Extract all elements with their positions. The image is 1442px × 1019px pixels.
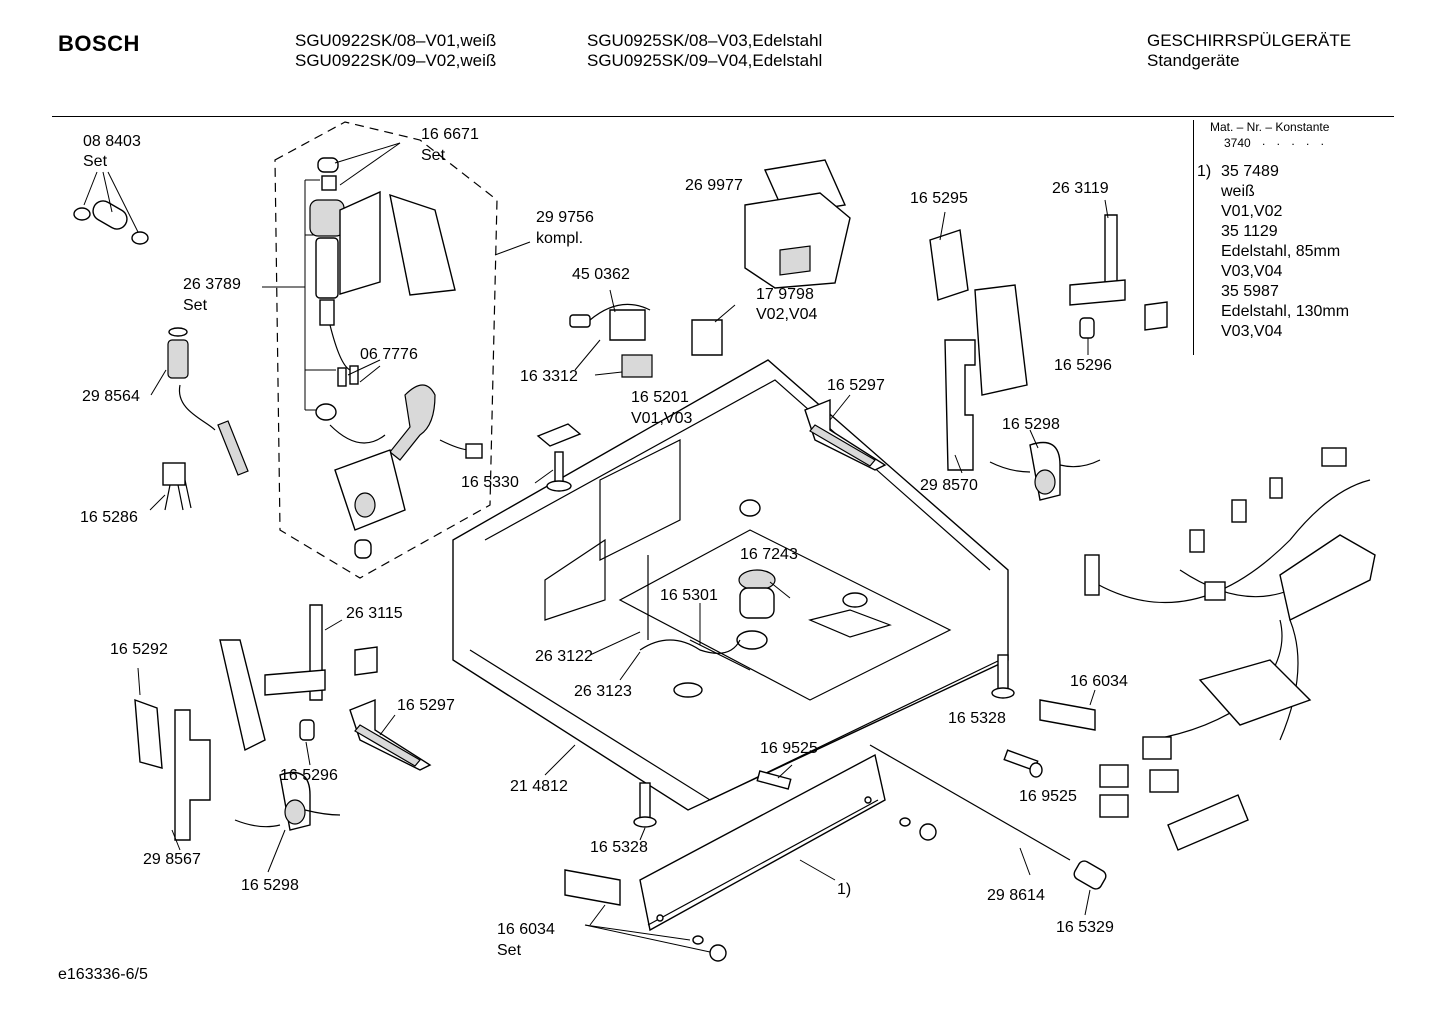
side-panel-constant: 3740 xyxy=(1224,136,1251,150)
part-label: 26 3119 xyxy=(1052,180,1109,197)
part-label: Set xyxy=(421,147,446,164)
leader xyxy=(769,581,791,599)
bracket-left xyxy=(134,604,432,873)
part-label: 16 5297 xyxy=(397,697,455,714)
model-line: SGU0925SK/09–V04,Edelstahl xyxy=(587,51,823,70)
brand-logo: BOSCH xyxy=(58,31,140,56)
part-label: 16 5298 xyxy=(1002,416,1060,433)
note-line: V01,V02 xyxy=(1221,203,1283,220)
note-line: V03,V04 xyxy=(1221,263,1283,280)
connector-block xyxy=(564,689,1096,926)
switch-part xyxy=(691,304,736,356)
kick-plate xyxy=(584,753,937,962)
part-label: 29 9756 xyxy=(536,209,594,226)
part-label: 16 5296 xyxy=(1054,357,1112,374)
subcategory-title: Standgeräte xyxy=(1147,51,1240,70)
part-label: 29 8570 xyxy=(920,477,978,494)
part-label: 45 0362 xyxy=(572,266,630,283)
wiring-harness xyxy=(1084,447,1376,851)
part-label: 16 5298 xyxy=(241,877,299,894)
door-lock xyxy=(989,429,1101,501)
part-label: 16 3312 xyxy=(520,368,578,385)
hose-clamp-set xyxy=(73,171,149,245)
part-label: 16 9525 xyxy=(1019,788,1077,805)
part-label: 26 3789 xyxy=(183,276,241,293)
part-label: 26 3122 xyxy=(535,648,593,665)
part-label: Set xyxy=(183,297,208,314)
clip-part xyxy=(149,462,192,511)
note-marker: 1) xyxy=(1197,163,1212,180)
assembly-group-frame xyxy=(274,121,498,579)
note-line: V03,V04 xyxy=(1221,323,1283,340)
part-label: 16 5292 xyxy=(110,641,168,658)
part-label: 16 6034 xyxy=(497,921,555,938)
part-label: 16 5330 xyxy=(461,474,519,491)
part-label: V02,V04 xyxy=(756,306,818,323)
note-line: 35 1129 xyxy=(1221,223,1278,240)
part-label: 16 5297 xyxy=(827,377,885,394)
model-line: SGU0925SK/08–V03,Edelstahl xyxy=(587,31,823,50)
part-label: 16 5201 xyxy=(631,389,689,406)
spring-bracket xyxy=(804,394,887,471)
part-label: 16 5295 xyxy=(910,190,968,207)
valve-assembly xyxy=(262,142,531,559)
side-panel-heading: Mat. – Nr. – Konstante xyxy=(1210,120,1330,134)
note-line: Edelstahl, 130mm xyxy=(1221,303,1350,320)
header-divider xyxy=(52,116,1394,117)
part-label: 16 5301 xyxy=(660,587,718,604)
part-label: 16 9525 xyxy=(760,740,818,757)
model-line: SGU0922SK/09–V02,weiß xyxy=(295,51,497,70)
part-label: 08 8403 xyxy=(83,133,141,150)
drawing-code: e163336-6/5 xyxy=(58,966,148,983)
electronic-module xyxy=(744,159,851,289)
screws xyxy=(633,654,1043,841)
rod-and-cap xyxy=(869,744,1107,916)
part-label: 16 5329 xyxy=(1056,919,1114,936)
note-line: 35 5987 xyxy=(1221,283,1279,300)
part-label: 29 8614 xyxy=(987,887,1045,904)
part-label: 16 6671 xyxy=(421,126,479,143)
leader xyxy=(777,764,793,779)
dot-leader: . . . . . xyxy=(1262,134,1329,148)
part-label: 29 8564 xyxy=(82,388,140,405)
part-label: V01,V03 xyxy=(631,410,693,427)
bracket-right xyxy=(929,199,1168,474)
side-panel-divider xyxy=(1193,120,1194,355)
part-label: 29 8567 xyxy=(143,851,201,868)
part-label: 26 3123 xyxy=(574,683,632,700)
part-label: kompl. xyxy=(536,230,584,247)
model-line: SGU0922SK/08–V01,weiß xyxy=(295,31,497,50)
part-label: 16 5296 xyxy=(280,767,338,784)
note-line: 35 7489 xyxy=(1221,163,1279,180)
part-label: 17 9798 xyxy=(756,286,814,303)
base-tray xyxy=(452,359,1009,811)
drain-hose xyxy=(150,327,249,476)
part-label: Set xyxy=(83,153,108,170)
sensor-cable xyxy=(569,289,653,378)
part-label: 21 4812 xyxy=(510,778,568,795)
part-label: Set xyxy=(497,942,522,959)
part-label: 26 3115 xyxy=(346,605,403,622)
category-title: GESCHIRRSPÜLGERÄTE xyxy=(1147,31,1352,50)
part-label: 26 9977 xyxy=(685,177,743,194)
screw-and-clip xyxy=(534,423,582,492)
note-line: weiß xyxy=(1221,183,1255,200)
part-label: 1) xyxy=(837,881,852,898)
part-label: 16 7243 xyxy=(740,546,798,563)
part-label: 16 5328 xyxy=(948,710,1006,727)
part-label: 06 7776 xyxy=(360,346,418,363)
part-label: 16 5286 xyxy=(80,509,138,526)
note-line: Edelstahl, 85mm xyxy=(1221,243,1341,260)
part-label: 16 6034 xyxy=(1070,673,1128,690)
part-label: 16 5328 xyxy=(590,839,648,856)
